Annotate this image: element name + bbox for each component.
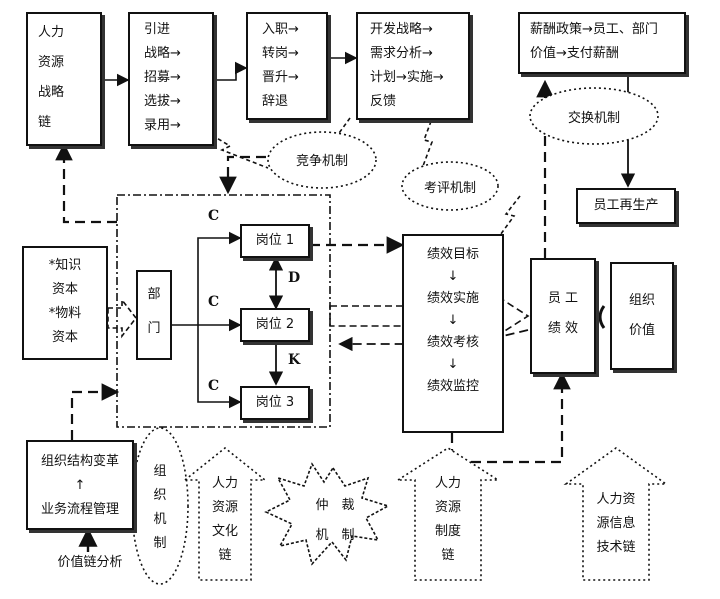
performance-arrow: ↓	[447, 313, 459, 328]
exchange-mechanism-ellipse	[529, 87, 659, 145]
staffing-line: 转岗→	[262, 46, 299, 61]
hr-strategy-line: 链	[38, 115, 52, 130]
info-chain-line: 技术链	[596, 540, 636, 555]
development-line: 需求分析→	[370, 46, 433, 61]
performance-step: 绩效考核	[426, 335, 479, 350]
culture-chain-line: 文化	[211, 524, 238, 539]
arbitration-char: 制	[341, 528, 355, 543]
organization-value-line: 组织	[628, 293, 655, 308]
org-structure-change-box: 组织结构变革 ↑ 业务流程管理	[26, 440, 134, 530]
culture-chain-line: 资源	[211, 500, 238, 515]
org-change-line: 业务流程管理	[40, 502, 119, 517]
pay-policy-line: 价值→支付薪酬	[530, 46, 619, 61]
hr-strategy-line: 资源	[38, 55, 65, 70]
staffing-line: 辞退	[262, 94, 289, 109]
evaluation-mechanism-label: 考评机制	[423, 181, 476, 196]
employee-performance-line: 绩 效	[547, 321, 579, 336]
competition-mechanism-label: 竞争机制	[295, 154, 348, 169]
arbitration-char: 仲	[315, 498, 329, 513]
arbitration-char: 裁	[341, 498, 355, 513]
arbitration-char: 机	[315, 528, 329, 543]
performance-step: 绩效实施	[426, 291, 479, 306]
culture-chain-line: 人力	[211, 476, 238, 491]
performance-step: 绩效目标	[426, 247, 479, 262]
info-chain-label: 人力资 源信息 技术链	[584, 488, 648, 560]
staffing-move-box: 入职→ 转岗→ 晋升→ 辞退	[246, 12, 328, 120]
performance-step: 绩效监控	[426, 379, 479, 394]
organization-mechanism-char: 组	[153, 464, 167, 479]
development-line: 反馈	[370, 94, 397, 109]
exchange-mechanism-label: 交换机制	[567, 111, 620, 126]
system-chain-line: 资源	[434, 500, 461, 515]
letter-c-bottom: C	[208, 378, 220, 394]
acquisition-line: 引进	[144, 22, 171, 37]
development-line: 计划→实施→	[370, 70, 444, 85]
capital-line: 资本	[51, 282, 78, 297]
culture-chain-arrow	[182, 446, 268, 581]
staffing-line: 晋升→	[262, 70, 299, 85]
position-2-box: 岗位 2	[240, 308, 310, 342]
capital-line: *物料	[48, 306, 82, 321]
culture-chain-label: 人力 资源 文化 链	[200, 472, 250, 568]
organization-mechanism-char: 织	[153, 488, 167, 503]
performance-arrow: ↓	[447, 269, 459, 284]
info-chain-arrow	[563, 447, 669, 581]
system-chain-label: 人力 资源 制度 链	[416, 472, 480, 568]
employee-performance-box: 员 工 绩 效	[530, 258, 596, 374]
position-1-box: 岗位 1	[240, 224, 310, 258]
department-boundary	[116, 194, 331, 428]
evaluation-mechanism-ellipse	[401, 161, 499, 211]
org-change-arrow: ↑	[74, 478, 86, 493]
employee-performance-line: 员 工	[547, 291, 579, 306]
capital-line: 资本	[51, 330, 78, 345]
hr-strategy-line: 人力	[38, 25, 65, 40]
culture-chain-line: 链	[218, 548, 232, 563]
acquisition-line: 录用→	[144, 118, 181, 133]
development-box: 开发战略→ 需求分析→ 计划→实施→ 反馈	[356, 12, 470, 120]
organization-mechanism-char: 机	[153, 512, 167, 527]
info-chain-line: 人力资	[596, 492, 636, 507]
employee-reproduction-box: 员工再生产	[576, 188, 676, 224]
hr-strategy-chain-box: 人力 资源 战略 链	[26, 12, 102, 146]
organization-value-line: 价值	[628, 323, 655, 338]
pay-policy-box: 薪酬政策→员工、部门 价值→支付薪酬	[518, 12, 686, 74]
capital-line: *知识	[48, 258, 82, 273]
development-line: 开发战略→	[370, 22, 433, 37]
department-box: 部 门	[136, 270, 172, 360]
acquisition-box: 引进 战略→ 招募→ 选拔→ 录用→	[128, 12, 214, 146]
info-chain-line: 源信息	[596, 516, 636, 531]
hr-strategy-line: 战略	[38, 85, 65, 100]
org-change-line: 组织结构变革	[40, 454, 119, 469]
organization-mechanism-label: 组 织 机 制	[146, 460, 174, 556]
organization-value-box: 组织 价值	[610, 262, 674, 370]
performance-arrow: ↓	[447, 357, 459, 372]
letter-d: D	[288, 270, 301, 286]
system-chain-line: 人力	[434, 476, 461, 491]
department-line: 部	[147, 287, 161, 302]
performance-process-box: 绩效目标 ↓ 绩效实施 ↓ 绩效考核 ↓ 绩效监控	[402, 234, 504, 433]
system-chain-arrow	[395, 447, 501, 581]
letter-k: K	[288, 352, 301, 368]
staffing-line: 入职→	[262, 22, 299, 37]
competition-mechanism-ellipse	[267, 131, 377, 189]
pay-policy-line: 薪酬政策→员工、部门	[530, 22, 658, 37]
capital-box: *知识 资本 *物料 资本	[22, 246, 108, 360]
acquisition-line: 选拔→	[144, 94, 181, 109]
letter-c-top: C	[208, 208, 220, 224]
system-chain-line: 制度	[434, 524, 461, 539]
organization-mechanism-char: 制	[153, 536, 167, 551]
department-line: 门	[147, 321, 161, 336]
position-3-box: 岗位 3	[240, 386, 310, 420]
value-chain-analysis-label: 价值链分析	[57, 555, 123, 570]
acquisition-line: 战略→	[144, 46, 181, 61]
letter-c-middle: C	[208, 294, 220, 310]
arbitration-mechanism-burst	[264, 462, 391, 566]
acquisition-line: 招募→	[144, 70, 181, 85]
system-chain-line: 链	[441, 548, 455, 563]
